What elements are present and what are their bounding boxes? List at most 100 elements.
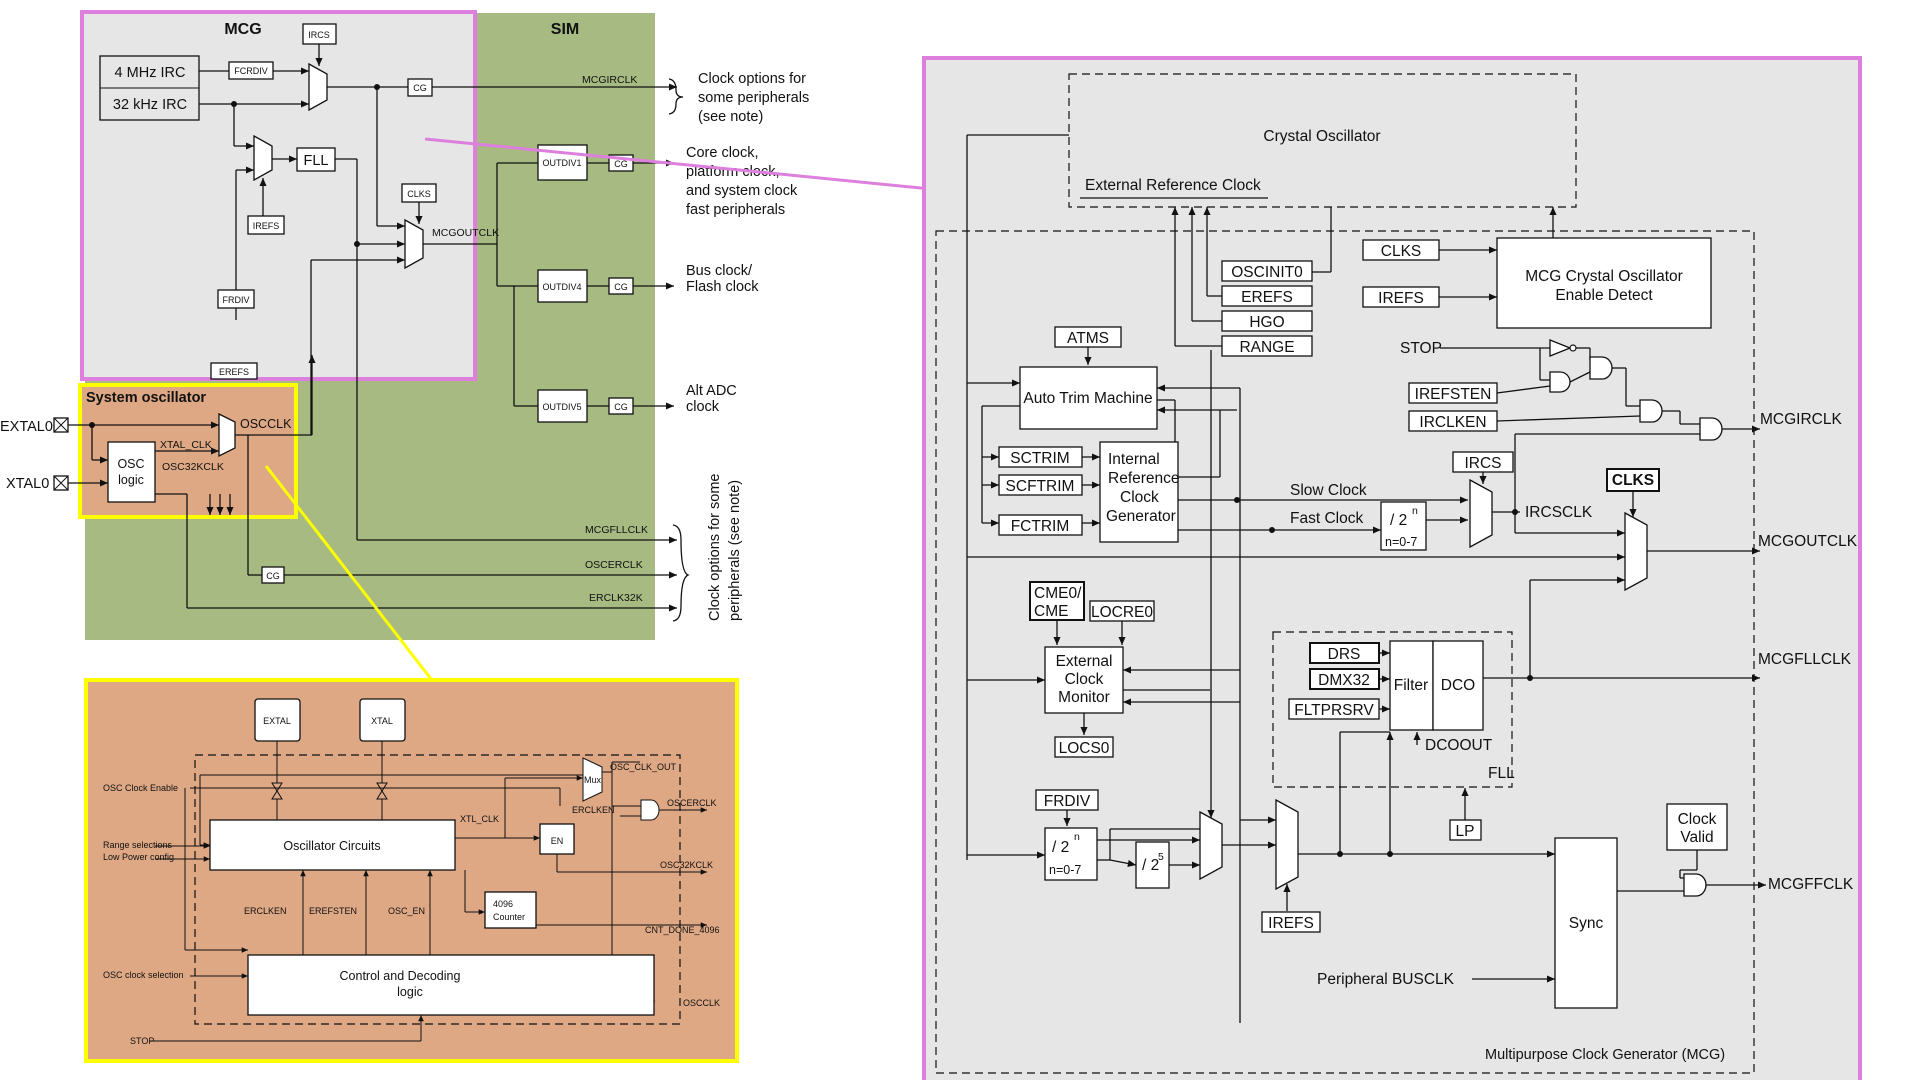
fcrdiv-box: FCRDIV (234, 66, 268, 76)
control-logic-1: Control and Decoding (340, 969, 461, 983)
erefs-box: EREFS (1241, 289, 1293, 306)
note-bus-2: Flash clock (686, 279, 759, 295)
oscclk-small: OSCCLK (240, 417, 292, 431)
stop-label: STOP (130, 1036, 154, 1046)
yellow-callout-arrow (264, 465, 464, 722)
mcgirclk-label: MCGIRCLK (582, 74, 637, 86)
cg-core: CG (614, 159, 628, 169)
clks-reg: CLKS (1381, 243, 1422, 260)
note-bus-1: Bus clock/ (686, 263, 753, 279)
extal0-pin: EXTAL0 (0, 419, 53, 435)
auto-trim-machine: Auto Trim Machine (1023, 390, 1152, 407)
sync-box: Sync (1569, 915, 1604, 932)
dcoout: DCOOUT (1425, 737, 1493, 754)
osc-clock-enable: OSC Clock Enable (103, 783, 178, 793)
div2n-frdiv-n: n=0-7 (1049, 863, 1081, 877)
note-vertical-1: Clock options for some (707, 474, 723, 621)
osc-detail-diagram: EXTAL XTAL OSC Clock Enable Range select… (84, 678, 739, 1063)
crystal-enable-1: MCG Crystal Oscillator (1525, 268, 1683, 285)
mcg-detail-panel (922, 56, 1862, 1080)
mcg-title: MCG (224, 21, 261, 38)
erclken-gate-label: ERCLKEN (572, 805, 615, 815)
hgo-box: HGO (1249, 314, 1284, 331)
osc-en-label: OSC_EN (388, 906, 425, 916)
erefsten-label: EREFSTEN (309, 906, 357, 916)
mcg-detail-diagram: Crystal Oscillator External Reference Cl… (922, 56, 1862, 1080)
osc-logic-1: OSC (117, 457, 144, 471)
oscinit0-box: OSCINIT0 (1231, 264, 1303, 281)
irc-gen-2: Reference (1108, 470, 1180, 487)
ext-clock-monitor-3: Monitor (1058, 689, 1110, 706)
stop-in: STOP (1400, 340, 1442, 357)
en-box: EN (551, 836, 564, 846)
control-logic-2: logic (397, 985, 423, 999)
irc-gen-1: Internal (1108, 451, 1160, 468)
external-reference-clock: External Reference Clock (1085, 177, 1261, 194)
sysosc-title: System oscillator (86, 390, 206, 406)
note-vertical-2: peripherals (see note) (727, 480, 743, 621)
outdiv4-box: OUTDIV4 (542, 282, 581, 292)
note-adc-2: clock (686, 399, 720, 415)
irefs-reg: IREFS (1378, 290, 1424, 307)
mcg-footer: Multipurpose Clock Generator (MCG) (1485, 1047, 1725, 1063)
div2n-irc: / 2 (1390, 512, 1407, 529)
osc-clk-out: OSC_CLK_OUT (610, 762, 677, 772)
cme0-2: CME (1034, 603, 1068, 620)
osc32kclk-out: OSC32KCLK (660, 860, 713, 870)
clock-valid-2: Valid (1680, 829, 1713, 846)
osc-clock-selection: OSC clock selection (103, 970, 184, 980)
mux-label: Mux (584, 775, 602, 785)
counter-2: Counter (493, 912, 525, 922)
mcgfllclk-out: MCGFLLCLK (1758, 651, 1852, 668)
fll-label: FLL (1488, 765, 1515, 782)
oscclk-out: OSCCLK (683, 998, 720, 1008)
erclken-label: ERCLKEN (244, 906, 287, 916)
counter-1: 4096 (493, 899, 513, 909)
range-selections: Range selections (103, 840, 173, 850)
low-power-config: Low Power config (103, 852, 174, 862)
note-clock-opts-1: Clock options for (698, 71, 806, 87)
ext-clock-monitor-2: Clock (1065, 671, 1104, 688)
mcgoutclk-out: MCGOUTCLK (1758, 533, 1858, 550)
osc-logic-2: logic (118, 473, 144, 487)
clock-valid-1: Clock (1678, 811, 1717, 828)
frdiv-small: FRDIV (223, 295, 250, 305)
outdiv5-box: OUTDIV5 (542, 402, 581, 412)
irefsten-box: IREFSTEN (1415, 386, 1492, 403)
cme0-1: CME0/ (1034, 585, 1082, 602)
lp-box: LP (1456, 823, 1475, 840)
xtal0-pin: XTAL0 (6, 476, 49, 492)
note-clock-opts-2: some peripherals (698, 90, 809, 106)
fast-clock: Fast Clock (1290, 510, 1363, 527)
dco-box: DCO (1441, 677, 1475, 694)
mcgirclk-out: MCGIRCLK (1760, 411, 1842, 428)
irefs-bottom: IREFS (1268, 915, 1314, 932)
ircsclk: IRCSCLK (1525, 504, 1593, 521)
cg-mcgirclk: CG (413, 83, 427, 93)
note-core-3: and system clock (686, 183, 798, 199)
dmx32-box: DMX32 (1318, 672, 1370, 689)
range-box: RANGE (1239, 339, 1294, 356)
oscerclk-small: OSCERCLK (585, 559, 643, 571)
irc-gen-3: Clock (1120, 489, 1159, 506)
cg-bus: CG (614, 282, 628, 292)
erclk32k-small: ERCLK32K (589, 592, 643, 604)
div2n-frdiv-sup: n (1074, 831, 1080, 843)
irc-4mhz: 4 MHz IRC (115, 65, 186, 81)
oscerclk-out: OSCERCLK (667, 798, 717, 808)
clks-small: CLKS (407, 189, 431, 199)
note-adc-1: Alt ADC (686, 383, 737, 399)
cg-osc: CG (266, 571, 280, 581)
irefs-small: IREFS (253, 221, 280, 231)
crystal-oscillator: Crystal Oscillator (1263, 128, 1380, 145)
cg-adc: CG (614, 402, 628, 412)
frdiv-box: FRDIV (1044, 793, 1091, 810)
xtal-pin: XTAL (371, 716, 393, 726)
note-core-4: fast peripherals (686, 202, 785, 218)
filter-box: Filter (1394, 677, 1428, 694)
slow-clock: Slow Clock (1290, 482, 1367, 499)
ext-clock-monitor-1: External (1056, 653, 1113, 670)
crystal-enable-2: Enable Detect (1555, 287, 1653, 304)
sim-title: SIM (551, 21, 579, 38)
